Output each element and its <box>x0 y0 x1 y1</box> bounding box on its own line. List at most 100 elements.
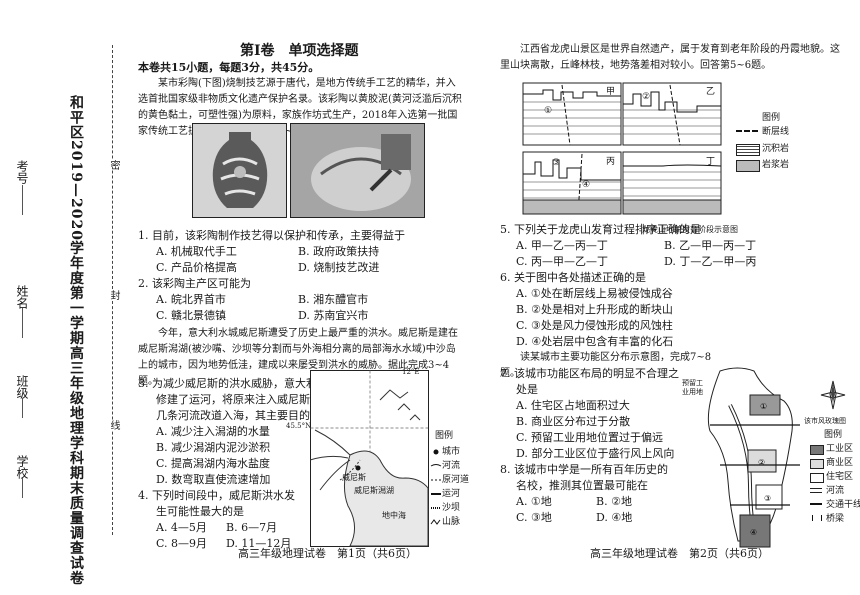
geo-legend-title: 图例 <box>762 113 781 123</box>
map-legend-canal: 运河 <box>442 489 461 499</box>
craftsman-photo <box>290 123 425 218</box>
reserved-industry-label: 预留工业用地 <box>682 379 703 396</box>
q6-stem: 6. 关于图中各处描述正确的是 <box>500 271 646 284</box>
passage-venice: 今年，意大利水城威尼斯遭受了历史上最严重的洪水。威尼斯是建在威尼斯潟湖(被沙嘴、… <box>138 328 458 387</box>
q2-option-b[interactable]: B. 湘东醴官市 <box>298 293 369 306</box>
map-city-venice: 威尼斯 <box>342 473 366 482</box>
q4-option-d[interactable]: D. 11—12月 <box>226 537 292 550</box>
name-label: 姓名 <box>15 285 29 309</box>
geo-legend-sedimentary-swatch <box>736 144 760 156</box>
map-legend-title: 图例 <box>435 431 454 441</box>
q7-option-a[interactable]: A. 住宅区占地面积过大 <box>516 399 630 412</box>
map-sea-label: 地中海 <box>382 511 406 520</box>
q2-option-d[interactable]: D. 苏南宜兴市 <box>298 309 369 322</box>
q5-option-d[interactable]: D. 丁—乙—甲—丙 <box>664 255 757 268</box>
q7-option-d[interactable]: D. 部分工业区位于盛行风上风向 <box>516 447 675 460</box>
passage-city: 读某城市主要功能区分布示意图，完成7~8题。 <box>500 352 712 379</box>
map-legend-old-channel: 原河道 <box>442 475 470 485</box>
legend-bridge-swatch <box>812 515 822 521</box>
q1-option-a[interactable]: A. 机械取代手工 <box>156 245 237 258</box>
city-legend-title: 图例 <box>824 430 843 440</box>
legend-road-swatch <box>810 503 822 505</box>
seal-char-1: 密 <box>106 160 121 170</box>
geo-legend-sedimentary: 沉积岩 <box>762 144 790 154</box>
q8-option-a[interactable]: A. ①地 <box>516 495 552 508</box>
q3-stem-line3: 几条河流改道入海，其主要目的是 <box>156 409 321 422</box>
map-legend-symbols <box>430 449 442 525</box>
q7-stem-line1: 7. 该城市功能区布局的明显不合理之 <box>500 367 679 380</box>
map-longitude-label: 12°E <box>402 368 420 376</box>
city-legend-residential: 住宅区 <box>826 472 854 482</box>
q1-option-c[interactable]: C. 产品价格提高 <box>156 261 238 274</box>
page-2-footer: 高三年级地理试卷 第2页（共6页） <box>590 547 769 560</box>
q4-option-c[interactable]: C. 8—9月 <box>156 537 208 550</box>
q6-option-b[interactable]: B. ②处是相对上升形成的断块山 <box>516 303 673 316</box>
q7-option-b[interactable]: B. 商业区分布过于分散 <box>516 415 631 428</box>
geo-legend-igneous-swatch <box>736 160 760 172</box>
geo-legend-fault: 断层线 <box>762 127 790 137</box>
legend-river-swatch <box>810 488 822 493</box>
map-legend-river: 河流 <box>442 461 461 471</box>
q6-option-c[interactable]: C. ③处是风力侵蚀形成的风蚀柱 <box>516 319 673 332</box>
q8-option-c[interactable]: C. ③地 <box>516 511 552 524</box>
city-legend-river: 河流 <box>826 486 845 496</box>
page-2: 江西省龙虎山景区是世界自然遗产，属于发育到老年阶段的丹霞地貌。这里山块离散，丘峰… <box>500 40 860 560</box>
marker-3: ③ <box>552 158 561 168</box>
q8-option-d[interactable]: D. ④地 <box>596 511 633 524</box>
q7-stem-line2: 处是 <box>516 383 538 396</box>
panel-label-yi: 乙 <box>706 87 716 97</box>
map-latitude-label: 45.5°N <box>286 422 312 430</box>
class-label: 班级 <box>15 375 29 399</box>
class-line <box>22 398 23 418</box>
q2-option-c[interactable]: C. 赣北景德镇 <box>156 309 227 322</box>
svg-text:④: ④ <box>750 528 757 537</box>
legend-residential-swatch <box>810 473 824 483</box>
q5-option-b[interactable]: B. 乙—甲—丙—丁 <box>664 239 757 252</box>
map-lagoon-label: 威尼斯潟湖 <box>354 486 394 495</box>
school-label: 学校 <box>15 455 29 479</box>
q4-stem-line1: 4. 下列时间段中，威尼斯洪水发 <box>138 489 295 502</box>
q2-option-a[interactable]: A. 皖北界首市 <box>156 293 226 306</box>
q6-option-d[interactable]: D. ④处岩层中包含有丰富的化石 <box>516 335 674 348</box>
marker-4: ④ <box>582 180 591 190</box>
city-legend-industry: 工业区 <box>826 444 854 454</box>
q1-option-d[interactable]: D. 烧制技艺改进 <box>298 261 380 274</box>
section-intro: 本卷共15小题，每题3分，共45分。 <box>138 61 320 74</box>
q6-option-a[interactable]: A. ①处在断层线上易被侵蚀成谷 <box>516 287 673 300</box>
q5-option-a[interactable]: A. 甲—乙—丙—丁 <box>516 239 608 252</box>
exam-no-line <box>22 185 23 215</box>
q3-option-b[interactable]: B. 减少潟湖内泥沙淤积 <box>156 441 271 454</box>
q7-option-c[interactable]: C. 预留工业用地位置过于偏远 <box>516 431 664 444</box>
geo-caption: 龙虎山地貌发育阶段示意图 <box>642 225 738 234</box>
legend-industry-swatch <box>810 445 824 455</box>
q4-option-b[interactable]: B. 6—7月 <box>226 521 278 534</box>
marker-1: ① <box>544 106 553 116</box>
q4-option-a[interactable]: A. 4—5月 <box>156 521 207 534</box>
vase-photo <box>192 123 287 218</box>
q8-option-b[interactable]: B. ②地 <box>596 495 632 508</box>
q5-option-c[interactable]: C. 丙—甲—乙—丁 <box>516 255 609 268</box>
marker-2: ② <box>642 92 651 102</box>
svg-text:③: ③ <box>764 494 771 503</box>
legend-commerce-swatch <box>810 459 824 469</box>
q3-option-c[interactable]: C. 提高潟湖内海水盐度 <box>156 457 271 470</box>
q2-stem: 2. 该彩陶主产区可能为 <box>138 277 251 290</box>
city-legend-commerce: 商业区 <box>826 458 854 468</box>
page-1-footer: 高三年级地理试卷 第1页（共6页） <box>238 547 417 560</box>
q3-option-d[interactable]: D. 数弯取直使流速增加 <box>156 473 271 486</box>
q3-option-a[interactable]: A. 减少注入潟湖的水量 <box>156 425 270 438</box>
city-zone-map: ① ② ③ ④ 预留工业用地 该市风玫瑰图 图例 工业区 商业区 住宅区 河流 … <box>682 365 860 550</box>
city-legend-bridge: 桥梁 <box>826 514 845 524</box>
wind-rose-label: 该市风玫瑰图 <box>804 417 846 425</box>
panel-label-ding: 丁 <box>706 157 716 167</box>
panel-label-bing: 丙 <box>606 157 616 167</box>
q1-stem: 1. 目前，该彩陶制作技艺得以保护和传承，主要得益于 <box>138 229 405 242</box>
wind-rose-icon <box>820 380 846 410</box>
passage-longhushan: 江西省龙虎山景区是世界自然遗产，属于发育到老年阶段的丹霞地貌。这里山块离散，丘峰… <box>500 44 840 71</box>
school-line <box>22 478 23 498</box>
map-legend-mountain: 山脉 <box>442 517 461 527</box>
geo-legend-igneous: 岩浆岩 <box>762 160 790 170</box>
binding-strip: 和平区2019—2020学年度第一学期高三年级地理学科期末质量调查试卷 考号 姓… <box>0 0 125 595</box>
q1-option-b[interactable]: B. 政府政策扶持 <box>298 245 380 258</box>
panel-label-jia: 甲 <box>606 87 616 97</box>
